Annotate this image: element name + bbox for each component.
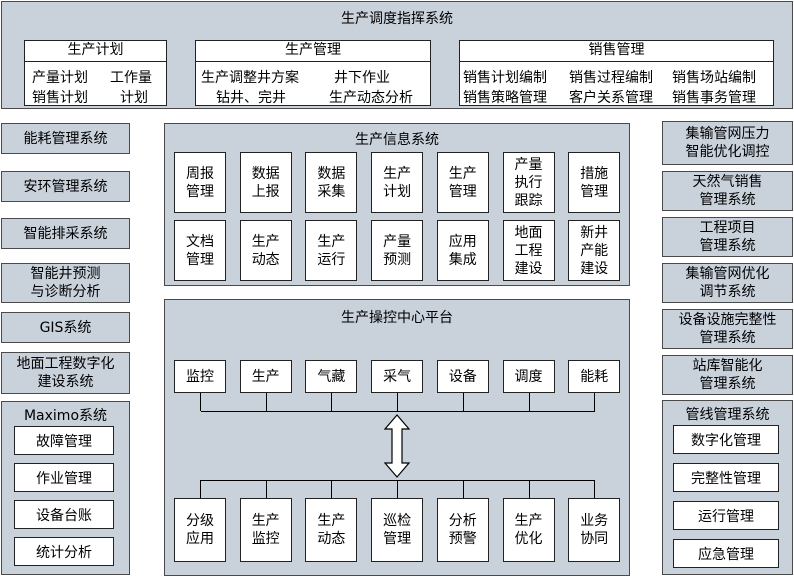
sales-item: 销售事务管理: [672, 90, 756, 106]
sales-item: 销售策略管理: [463, 90, 547, 106]
control-module: 设备: [436, 360, 489, 393]
equipment-integrity-system: 设备设施完整性 管理系统: [662, 309, 793, 349]
mgmt-item: 井下作业: [334, 70, 390, 86]
connector-line: [200, 393, 201, 411]
control-module: 生产: [239, 360, 292, 393]
connector-line: [462, 480, 464, 498]
mgmt-item: 钻井、完井: [216, 90, 286, 106]
pipeline-item: 数字化管理: [673, 425, 779, 454]
production-mgmt-title: 生产管理: [196, 41, 430, 62]
sales-mgmt-title: 销售管理: [460, 41, 773, 62]
control-center-panel: 生产操控中心平台 监控生产气藏采气设备调度能耗分级 应用生产 监控生产 动态巡检…: [164, 299, 630, 576]
info-module: 文档 管理: [174, 220, 226, 281]
info-module: 措施 管理: [568, 152, 621, 213]
plan-item: 工作量: [110, 70, 152, 86]
info-module: 生产 运行: [305, 220, 358, 281]
info-module: 地面 工程 建设: [502, 220, 555, 281]
connector-line: [594, 393, 596, 411]
connector-line: [331, 393, 333, 411]
maximo-system-title: Maximo系统: [23, 408, 108, 424]
connector-line: [397, 480, 399, 498]
control-module: 监控: [174, 360, 226, 393]
dispatch-command-panel: 生产调度指挥系统 生产计划 产量计划 工作量 销售计划 计划 生产管理 生产调整…: [1, 1, 793, 109]
mgmt-item: 生产动态分析: [329, 90, 413, 106]
surface-engineering-digital-system: 地面工程数字化 建设系统: [1, 352, 130, 394]
production-mgmt-box: 生产管理 生产调整井方案 井下作业 钻井、完井 生产动态分析: [195, 40, 431, 106]
connector-line: [265, 393, 267, 411]
control-center-title: 生产操控中心平台: [341, 310, 453, 326]
control-module: 分级 应用: [174, 498, 226, 562]
sales-item: 客户关系管理: [569, 90, 653, 106]
energy-mgmt-system: 能耗管理系统: [1, 123, 130, 154]
info-module: 生产 管理: [436, 152, 489, 213]
info-module: 产量 预测: [371, 220, 424, 281]
control-module: 巡检 管理: [371, 498, 424, 562]
sales-item: 销售场站编制: [672, 70, 756, 86]
control-module: 能耗: [568, 360, 621, 393]
connector-line: [265, 480, 267, 498]
info-module: 数据 上报: [239, 152, 292, 213]
connector-line: [397, 393, 399, 411]
production-info-title: 生产信息系统: [355, 132, 439, 148]
maximo-system-panel: Maximo系统 故障管理 作业管理 设备台账 统计分析: [1, 401, 130, 575]
plan-item: 产量计划: [32, 70, 88, 86]
control-module: 业务 协同: [568, 498, 621, 562]
gis-system: GIS系统: [1, 312, 130, 343]
sales-item: 销售过程编制: [569, 70, 653, 86]
connector-line: [331, 480, 333, 498]
smart-drainage-system: 智能排采系统: [1, 218, 130, 249]
hse-mgmt-system: 安环管理系统: [1, 171, 130, 202]
sales-mgmt-box: 销售管理 销售计划编制 销售过程编制 销售场站编制 销售策略管理 客户关系管理 …: [459, 40, 774, 106]
station-intelligent-mgmt-system: 站库智能化 管理系统: [662, 355, 793, 395]
maximo-item: 统计分析: [14, 537, 114, 566]
production-plan-title: 生产计划: [25, 41, 166, 62]
pipeline-optimization-system: 集输管网优化 调节系统: [662, 263, 793, 303]
pipeline-item: 运行管理: [673, 501, 779, 530]
maximo-item: 设备台账: [14, 500, 114, 529]
sales-item: 销售计划编制: [463, 70, 547, 86]
upper-bus-line: [201, 411, 595, 412]
connector-line: [200, 480, 201, 498]
connector-line: [594, 480, 596, 498]
control-module: 分析 预警: [436, 498, 489, 562]
engineering-project-mgmt-system: 工程项目 管理系统: [662, 217, 793, 257]
pipeline-item: 完整性管理: [673, 463, 779, 492]
pipeline-mgmt-panel: 管线管理系统 数字化管理 完整性管理 运行管理 应急管理: [662, 400, 793, 575]
pipeline-item: 应急管理: [673, 539, 779, 568]
info-module: 产量 执行 跟踪: [502, 152, 555, 213]
production-info-panel: 生产信息系统 周报 管理数据 上报数据 采集生产 计划生产 管理产量 执行 跟踪…: [164, 123, 630, 286]
control-module: 采气: [371, 360, 424, 393]
pipeline-pressure-control-system: 集输管网压力 智能优化调控: [662, 121, 793, 165]
gas-sales-mgmt-system: 天然气销售 管理系统: [662, 171, 793, 211]
control-module: 生产 监控: [239, 498, 292, 562]
control-module: 气藏: [305, 360, 358, 393]
info-module: 周报 管理: [174, 152, 226, 213]
plan-item: 计划: [120, 90, 148, 106]
info-module: 新井 产能 建设: [568, 220, 621, 281]
connector-line: [462, 393, 464, 411]
connector-line: [528, 480, 530, 498]
production-plan-box: 生产计划 产量计划 工作量 销售计划 计划: [24, 40, 167, 106]
maximo-item: 作业管理: [14, 463, 114, 492]
maximo-item: 故障管理: [14, 426, 114, 455]
connector-line: [528, 393, 530, 411]
control-module: 调度: [502, 360, 555, 393]
control-module: 生产 优化: [502, 498, 555, 562]
mgmt-item: 生产调整井方案: [201, 70, 299, 86]
info-module: 应用 集成: [436, 220, 489, 281]
plan-item: 销售计划: [32, 90, 88, 106]
info-module: 数据 采集: [305, 152, 358, 213]
control-module: 生产 动态: [305, 498, 358, 562]
info-module: 生产 计划: [371, 152, 424, 213]
info-module: 生产 动态: [239, 220, 292, 281]
double-arrow-icon: [384, 414, 410, 478]
pipeline-mgmt-title: 管线管理系统: [685, 407, 770, 423]
smart-well-diagnosis-system: 智能井预测 与诊断分析: [1, 263, 130, 303]
dispatch-command-title: 生产调度指挥系统: [341, 11, 453, 27]
